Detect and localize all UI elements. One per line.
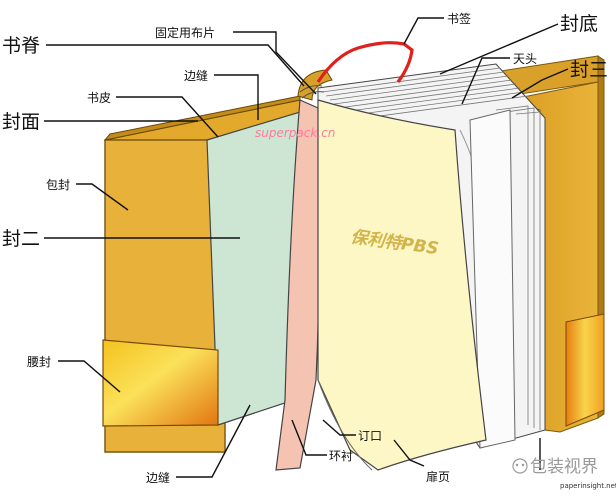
bookmark-ribbon: [316, 41, 414, 83]
watermark-url: superpack.cn: [255, 126, 335, 140]
label-edge-seam-top: 边缝: [184, 68, 208, 83]
label-belly-band: 腰封: [27, 355, 51, 369]
labels: 书脊 固定用布片 书签 封底 天头 封三 边缝 书皮 封面 包封 封二 腰封 订…: [2, 11, 608, 485]
label-inside-front-cover: 封二: [2, 228, 40, 250]
site-logo: 包装视界 paperinsight.net: [512, 457, 616, 490]
logo-text: 包装视界: [530, 457, 598, 477]
label-front-cover: 封面: [2, 111, 40, 133]
label-spine: 书脊: [2, 35, 40, 57]
label-title-page: 扉页: [426, 470, 450, 484]
title-page: [317, 99, 487, 471]
label-edge-seam-bottom: 边缝: [146, 470, 170, 485]
label-back-cover: 封底: [560, 13, 598, 35]
spine: [297, 69, 333, 101]
logo-url: paperinsight.net: [560, 482, 616, 490]
label-gutter: 订口: [358, 429, 382, 443]
label-book-skin: 书皮: [87, 91, 111, 105]
label-bookmark: 书签: [447, 11, 471, 26]
label-fixing-cloth: 固定用布片: [155, 25, 215, 40]
label-jacket: 包封: [46, 178, 70, 192]
label-inside-back-cover: 封三: [570, 59, 608, 81]
label-endpaper: 环衬: [329, 449, 353, 463]
label-head: 天头: [513, 52, 537, 66]
back-belly-band: [565, 313, 605, 427]
leader-lines: [44, 17, 569, 478]
front-belly-band: [102, 339, 219, 427]
